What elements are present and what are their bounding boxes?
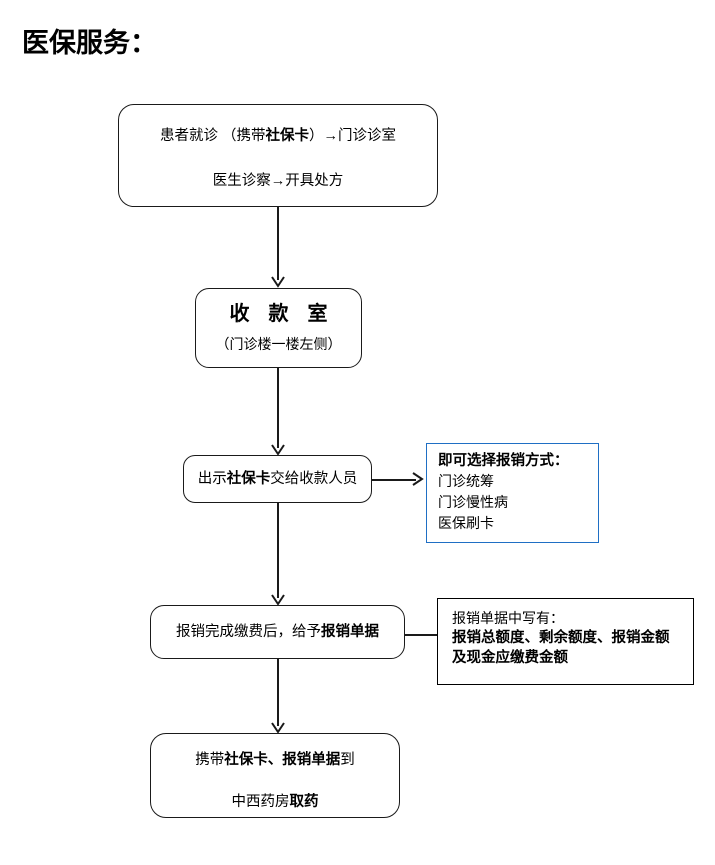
visit-line1-prefix: 患者就诊 （携带 bbox=[159, 128, 266, 144]
show-card-suffix: 交给收款人员 bbox=[270, 471, 358, 487]
pharmacy-line1-suffix: 到 bbox=[340, 752, 355, 768]
visit-line1-bold: 社保卡 bbox=[265, 128, 310, 144]
visit-line1-suffix: ）→门诊诊室 bbox=[309, 128, 397, 144]
pharmacy-line-2: 中西药房取药 bbox=[232, 792, 319, 812]
flow-node-show-card[interactable]: 出示社保卡交给收款人员 bbox=[183, 455, 372, 503]
flow-node-get-receipt[interactable]: 报销完成缴费后，给予报销单据 bbox=[150, 605, 405, 659]
pharmacy-line1-bold: 社保卡、报销单据 bbox=[224, 752, 341, 768]
pharmacy-line-1: 携带社保卡、报销单据到 bbox=[195, 750, 355, 770]
methods-option-2: 门诊慢性病 bbox=[438, 494, 508, 510]
cashier-title: 收 款 室 bbox=[229, 303, 335, 325]
show-card-bold: 社保卡 bbox=[226, 471, 271, 487]
receipt-detail-heading: 报销单据中写有： bbox=[452, 610, 564, 626]
cashier-subtitle: （门诊楼一楼左侧） bbox=[215, 336, 342, 352]
pharmacy-line2-bold: 取药 bbox=[289, 794, 319, 810]
methods-option-3: 医保刷卡 bbox=[438, 515, 494, 531]
methods-heading: 即可选择报销方式： bbox=[438, 453, 569, 469]
connector-show-card-to-methods bbox=[372, 479, 416, 481]
connector-cashier-to-show-card bbox=[277, 368, 279, 448]
arrowhead-right-1 bbox=[412, 472, 424, 486]
annotation-receipt-contents: 报销单据中写有： 报销总额度、剩余额度、报销金额 及现金应缴费金额 bbox=[437, 598, 694, 685]
receipt-detail-line-1: 报销总额度、剩余额度、报销金额 bbox=[452, 630, 670, 646]
connector-visit-to-cashier bbox=[277, 207, 279, 280]
receipt-detail-line-2: 及现金应缴费金额 bbox=[452, 650, 568, 666]
receipt-text: 报销完成缴费后，给予报销单据 bbox=[176, 622, 379, 642]
flow-node-patient-visit[interactable]: 患者就诊 （携带社保卡）→门诊诊室 医生诊察→开具处方 bbox=[118, 104, 438, 207]
show-card-prefix: 出示 bbox=[197, 471, 227, 487]
connector-show-card-to-receipt bbox=[277, 503, 279, 598]
arrowhead-down-3 bbox=[271, 594, 285, 606]
arrowhead-down-1 bbox=[271, 276, 285, 288]
flow-node-visit-line-2: 医生诊察→开具处方 bbox=[212, 173, 344, 189]
connector-receipt-to-detail bbox=[405, 634, 438, 636]
annotation-reimbursement-methods: 即可选择报销方式： 门诊统筹 门诊慢性病 医保刷卡 bbox=[426, 443, 599, 543]
receipt-prefix: 报销完成缴费后，给予 bbox=[176, 624, 321, 640]
page-title: 医保服务： bbox=[22, 28, 157, 58]
flow-node-pharmacy-pickup[interactable]: 携带社保卡、报销单据到 中西药房取药 bbox=[150, 733, 400, 818]
arrowhead-down-4 bbox=[271, 722, 285, 734]
flow-node-visit-line-1: 患者就诊 （携带社保卡）→门诊诊室 bbox=[160, 126, 396, 146]
connector-receipt-to-pharmacy bbox=[277, 659, 279, 726]
pharmacy-line1-prefix: 携带 bbox=[195, 752, 225, 768]
pharmacy-line2-prefix: 中西药房 bbox=[231, 794, 290, 810]
arrowhead-down-2 bbox=[271, 444, 285, 456]
receipt-bold: 报销单据 bbox=[321, 624, 379, 640]
show-card-text: 出示社保卡交给收款人员 bbox=[198, 469, 358, 489]
methods-option-1: 门诊统筹 bbox=[438, 473, 494, 489]
flow-node-cashier-office[interactable]: 收 款 室 （门诊楼一楼左侧） bbox=[195, 288, 362, 368]
